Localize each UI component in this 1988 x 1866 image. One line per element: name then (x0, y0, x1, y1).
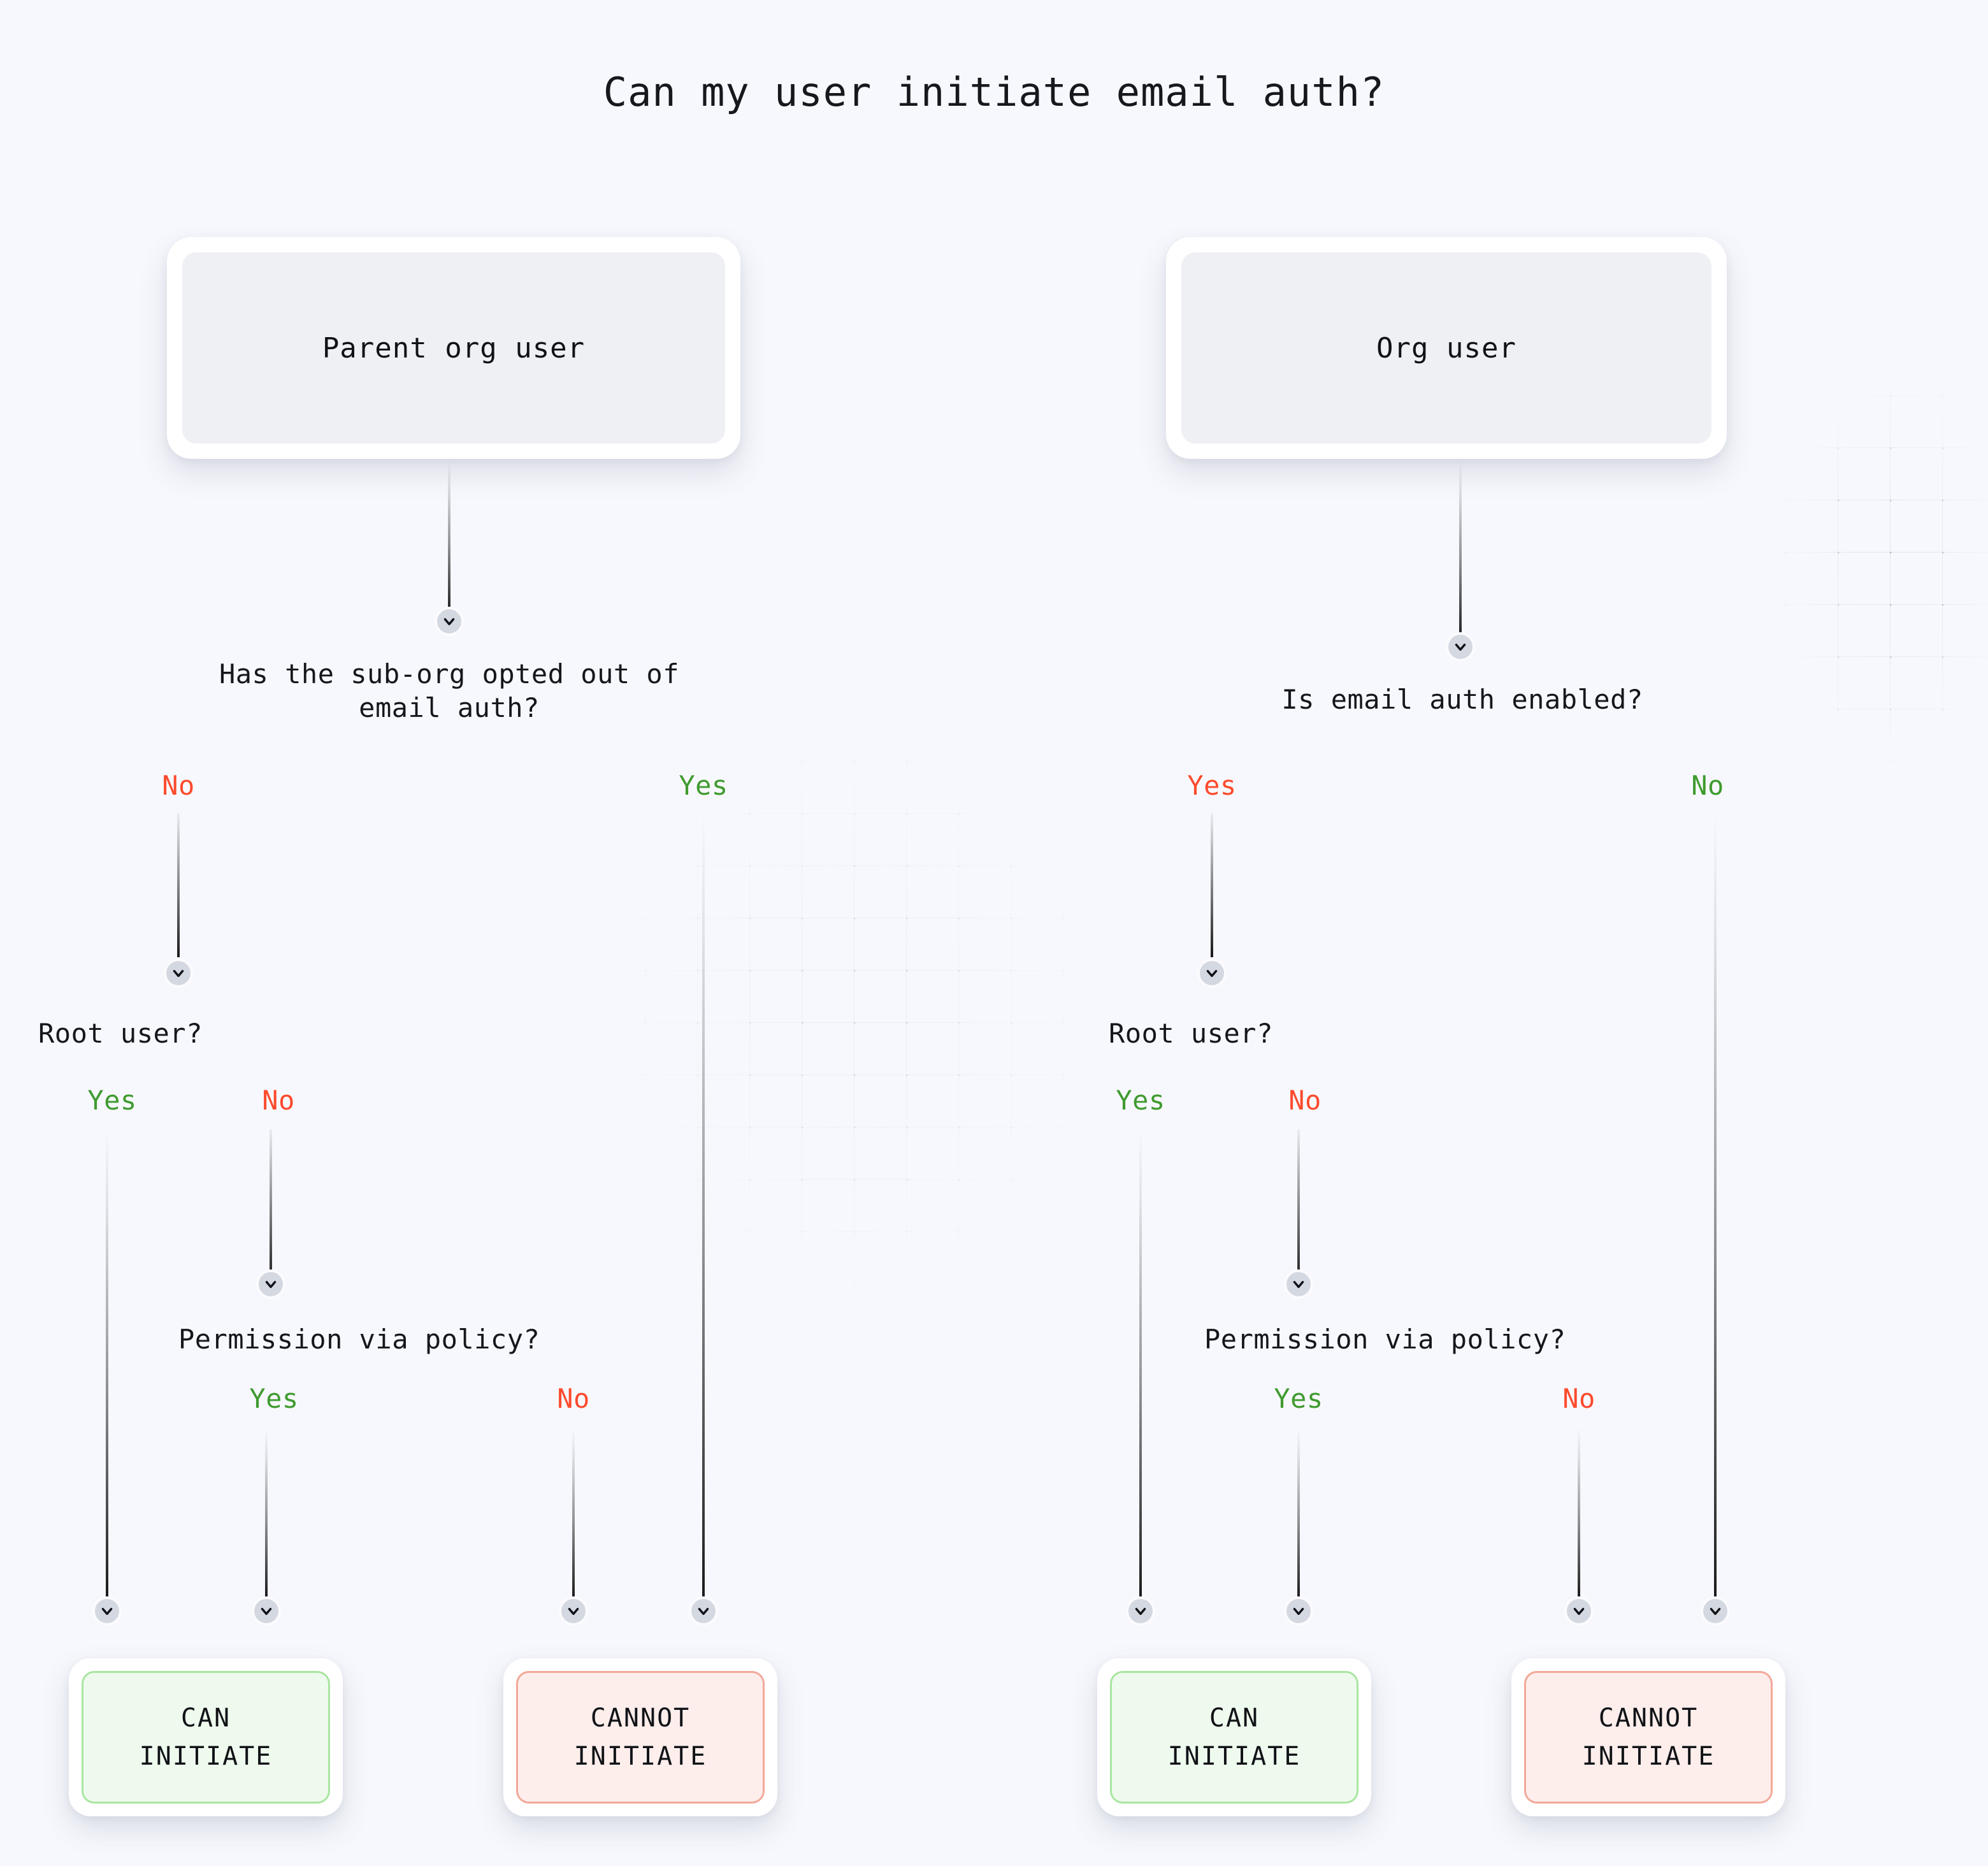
chevron-down-icon (1135, 1608, 1146, 1616)
edge-emailauth-no-to-cannot (1714, 813, 1717, 1598)
edge-policy-left-yes-to-can (265, 1428, 268, 1598)
branch-label-root-left-yes: Yes (87, 1085, 137, 1116)
outcome-can-initiate-right-line2: INITIATE (1167, 1742, 1301, 1771)
edge-parent-to-suborg (448, 460, 450, 616)
edge-suborg-yes-to-cannot (702, 813, 705, 1598)
chevron-down-icon (568, 1608, 579, 1616)
marker-policy-left-yes-to-can (252, 1596, 281, 1626)
chevron-down-icon (1293, 1608, 1304, 1616)
outcome-can-initiate-left-body: CAN INITIATE (82, 1671, 330, 1804)
background-grid-center (593, 656, 1166, 1300)
outcome-can-initiate-left-line2: INITIATE (139, 1742, 273, 1771)
node-org-user[interactable]: Org user (1166, 237, 1727, 459)
question-sub-org-opt-out: Has the sub-org opted out of email auth? (219, 658, 679, 723)
branch-label-email-auth-no: No (1691, 770, 1724, 801)
branch-label-policy-right-yes: Yes (1274, 1383, 1323, 1414)
edge-root-left-no-to-policy (270, 1129, 272, 1285)
marker-suborg-yes-to-cannot (689, 1596, 718, 1626)
chevron-down-icon (261, 1608, 272, 1616)
edge-orguser-to-emailauth (1459, 460, 1462, 641)
chevron-down-icon (443, 618, 455, 626)
outcome-cannot-initiate-right-line1: CANNOT (1598, 1703, 1699, 1733)
background-grid-right (1733, 395, 1988, 778)
node-parent-org-user-body: Parent org user (182, 252, 725, 444)
question-root-user-left: Root user? (38, 1018, 203, 1049)
edge-suborg-no-to-root (177, 813, 180, 957)
edge-policy-right-yes-to-can (1297, 1428, 1300, 1598)
edge-policy-right-no-to-cannot (1578, 1428, 1580, 1598)
chevron-down-icon (698, 1608, 709, 1616)
marker-emailauth-no-to-cannot (1701, 1596, 1730, 1626)
chevron-down-icon (1573, 1608, 1585, 1616)
edge-policy-left-no-to-cannot (572, 1428, 575, 1598)
outcome-can-initiate-right[interactable]: CAN INITIATE (1097, 1658, 1371, 1816)
outcome-can-initiate-left-line1: CAN (180, 1703, 231, 1733)
outcome-can-initiate-left[interactable]: CAN INITIATE (69, 1658, 343, 1816)
question-policy-left: Permission via policy? (178, 1324, 540, 1355)
marker-policy-right-yes-to-can (1284, 1596, 1313, 1626)
branch-label-root-left-no: No (262, 1085, 295, 1116)
outcome-cannot-initiate-left-body: CANNOT INITIATE (516, 1671, 765, 1804)
chevron-down-icon (173, 970, 184, 978)
marker-suborg-no-to-root (164, 958, 193, 988)
marker-policy-left-no-to-cannot (559, 1596, 588, 1626)
node-org-user-label: Org user (1376, 331, 1516, 365)
branch-label-sub-org-yes: Yes (679, 770, 728, 801)
edge-root-right-no-to-policy (1297, 1129, 1300, 1285)
outcome-cannot-initiate-left[interactable]: CANNOT INITIATE (503, 1658, 777, 1816)
edge-root-left-yes-to-can (106, 1129, 108, 1598)
marker-root-right-no-to-policy (1284, 1269, 1313, 1299)
chevron-down-icon (1710, 1608, 1721, 1616)
chevron-down-icon (1455, 644, 1466, 651)
branch-label-policy-right-no: No (1562, 1383, 1595, 1414)
outcome-cannot-initiate-left-line1: CANNOT (590, 1703, 691, 1733)
node-org-user-body: Org user (1181, 252, 1711, 444)
node-parent-org-user-label: Parent org user (322, 331, 586, 365)
chevron-down-icon (1206, 970, 1218, 978)
marker-root-left-yes-to-can (92, 1596, 122, 1626)
marker-parent-to-suborg (435, 607, 464, 636)
page-title: Can my user initiate email auth? (603, 69, 1385, 115)
outcome-cannot-initiate-right-line2: INITIATE (1581, 1742, 1715, 1771)
question-policy-right: Permission via policy? (1204, 1324, 1566, 1355)
branch-label-policy-left-no: No (557, 1383, 590, 1414)
branch-label-policy-left-yes: Yes (249, 1383, 299, 1414)
branch-label-root-right-no: No (1288, 1085, 1322, 1116)
branch-label-sub-org-no: No (162, 770, 195, 801)
branch-label-root-right-yes: Yes (1116, 1085, 1165, 1116)
question-email-auth-enabled: Is email auth enabled? (1281, 684, 1643, 715)
outcome-can-initiate-right-line1: CAN (1209, 1703, 1260, 1733)
outcome-cannot-initiate-left-line2: INITIATE (573, 1742, 707, 1771)
node-parent-org-user[interactable]: Parent org user (167, 237, 740, 459)
outcome-cannot-initiate-right-body: CANNOT INITIATE (1524, 1671, 1773, 1804)
marker-orguser-to-emailauth (1446, 632, 1475, 662)
edge-emailauth-yes-to-root (1211, 813, 1213, 957)
outcome-can-initiate-right-body: CAN INITIATE (1110, 1671, 1358, 1804)
marker-policy-right-no-to-cannot (1564, 1596, 1594, 1626)
marker-root-right-yes-to-can (1126, 1596, 1155, 1626)
question-root-user-right: Root user? (1109, 1018, 1273, 1049)
chevron-down-icon (1293, 1281, 1304, 1289)
outcome-cannot-initiate-right[interactable]: CANNOT INITIATE (1511, 1658, 1785, 1816)
edge-root-right-yes-to-can (1139, 1129, 1142, 1598)
chevron-down-icon (101, 1608, 113, 1616)
branch-label-email-auth-yes: Yes (1187, 770, 1237, 801)
chevron-down-icon (265, 1281, 277, 1289)
marker-root-left-no-to-policy (256, 1269, 285, 1299)
marker-emailauth-yes-to-root (1197, 958, 1227, 988)
